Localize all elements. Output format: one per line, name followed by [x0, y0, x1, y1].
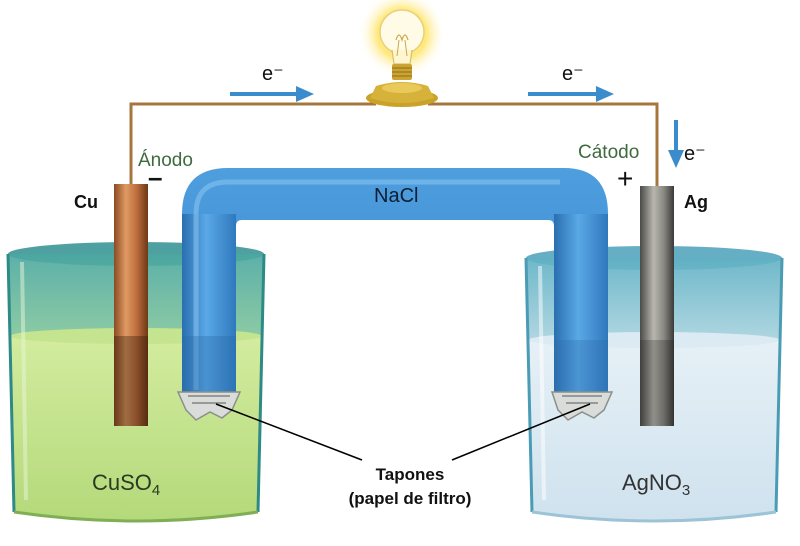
external-wire: [129, 102, 659, 186]
copper-electrode: [114, 184, 148, 426]
plug-pointer-left: [215, 403, 363, 461]
filter-plug-left: [176, 391, 242, 421]
arrow-right-icon: [528, 86, 614, 102]
cathode-label: Cátodo: [578, 142, 639, 163]
left-solution-label: CuSO4: [92, 470, 160, 499]
silver-label: Ag: [684, 192, 708, 212]
electron-label-down: e⁻: [684, 143, 706, 165]
anode-sign: –: [148, 162, 162, 192]
plugs-label: Tapones: [376, 465, 445, 484]
electron-label-right: e⁻: [562, 63, 584, 85]
plugs-sublabel: (papel de filtro): [349, 489, 472, 508]
light-bulb-icon: [358, 0, 446, 107]
salt-bridge-tube: [182, 168, 608, 392]
salt-bridge-label: NaCl: [374, 185, 418, 207]
arrow-right-icon: [230, 86, 314, 102]
cathode-sign: +: [617, 163, 633, 194]
electron-label-left: e⁻: [262, 63, 284, 85]
copper-label: Cu: [74, 192, 98, 212]
arrow-down-icon: [668, 120, 684, 168]
anode-label: Ánodo: [138, 150, 193, 171]
silver-electrode: [640, 186, 674, 426]
plug-pointer-right: [451, 403, 591, 461]
right-solution-label: AgNO3: [622, 470, 690, 499]
